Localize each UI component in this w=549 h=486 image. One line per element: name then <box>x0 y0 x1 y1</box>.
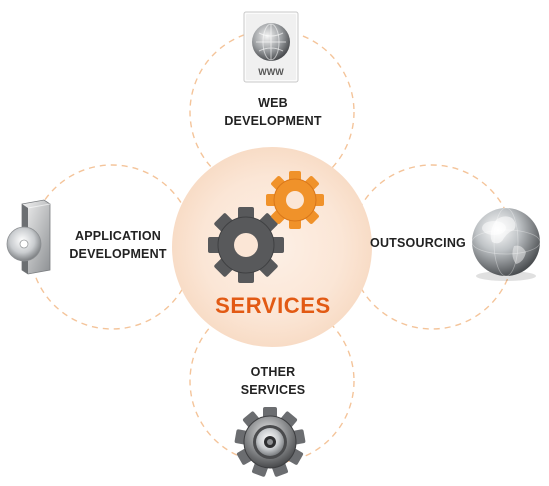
node-label-line: DEVELOPMENT <box>224 114 322 128</box>
node-label-line: OUTSOURCING <box>370 236 466 250</box>
node-label-line: WEB <box>258 96 288 110</box>
node-label-line: DEVELOPMENT <box>69 247 167 261</box>
node-label-other-services: OTHER SERVICES <box>190 363 356 399</box>
center-label-services: SERVICES <box>215 293 331 318</box>
www-globe-icon: WWW <box>243 11 299 83</box>
node-label-web-development: WEB DEVELOPMENT <box>190 94 356 130</box>
node-label-application-development: APPLICATION DEVELOPMENT <box>48 227 188 263</box>
node-label-outsourcing: OUTSOURCING <box>362 234 474 252</box>
gear-icon <box>234 407 306 477</box>
dark-gear-icon <box>208 207 284 283</box>
node-label-line: SERVICES <box>240 383 306 397</box>
node-label-line: OTHER <box>250 365 296 379</box>
globe-icon <box>471 207 541 281</box>
orange-gear-icon <box>266 171 324 229</box>
www-tag: WWW <box>258 67 284 77</box>
node-label-line: APPLICATION <box>75 229 161 243</box>
software-box-cd-icon <box>6 199 51 275</box>
